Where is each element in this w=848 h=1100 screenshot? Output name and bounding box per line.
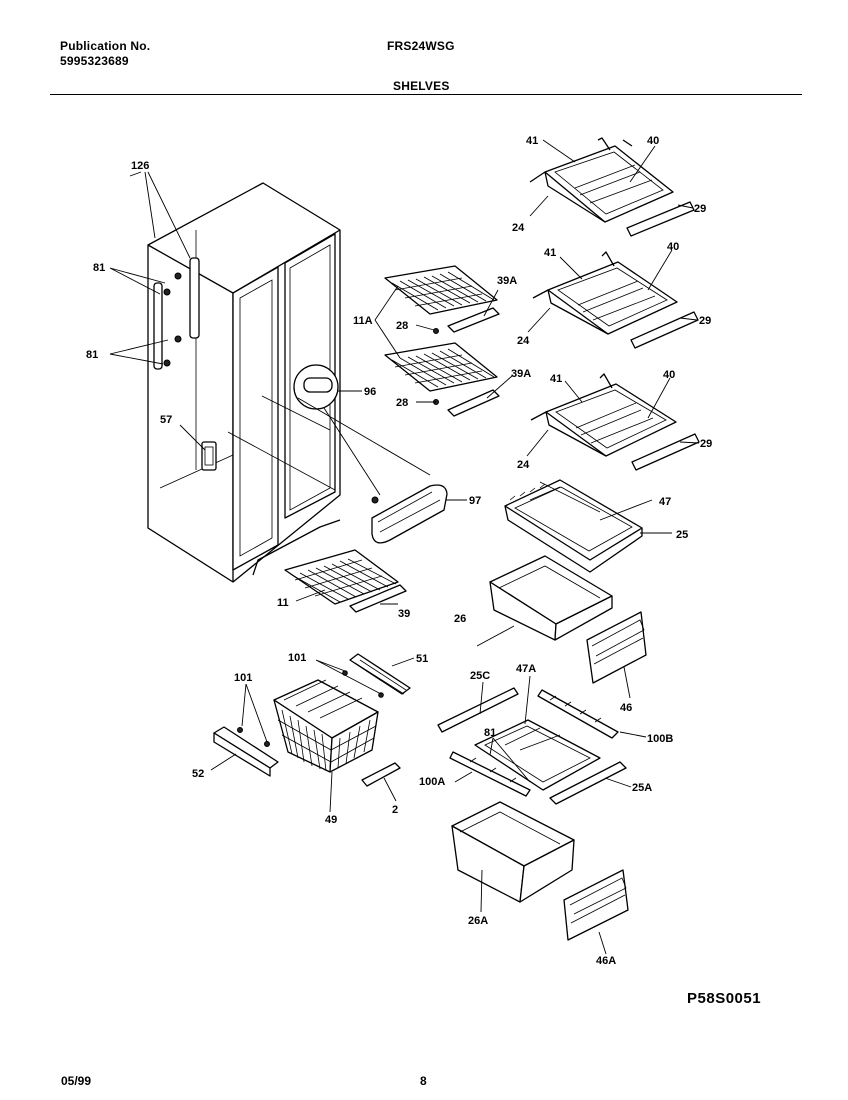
crisper-drawer-26a <box>451 801 575 903</box>
wire-basket-49 <box>273 679 379 773</box>
callout-28-upper: 28 <box>396 320 408 332</box>
wire-shelf-11 <box>284 549 407 613</box>
publication-number: 5995323689 <box>60 54 129 68</box>
callout-81-lower-shelf: 81 <box>484 727 496 739</box>
callout-100b: 100B <box>647 733 673 745</box>
drawing-code: P58S0051 <box>687 990 762 1007</box>
leader-lines <box>109 139 700 955</box>
support-2 <box>361 762 401 787</box>
publication-label: Publication No. <box>60 39 151 53</box>
drawer-front-46 <box>586 611 647 684</box>
footer-page-number: 8 <box>420 1074 427 1088</box>
callout-25c: 25C <box>470 670 490 682</box>
callout-39a-upper: 39A <box>497 275 517 287</box>
callout-41-a: 41 <box>526 135 538 147</box>
callout-40-c: 40 <box>663 369 675 381</box>
wire-shelf-11a-top <box>384 265 500 334</box>
callout-39a-lower: 39A <box>511 368 531 380</box>
callout-46: 46 <box>620 702 632 714</box>
callout-29-b: 29 <box>699 315 711 327</box>
callout-29-c: 29 <box>700 438 712 450</box>
crisper-cover-47 <box>504 479 643 573</box>
cabinet-drawing <box>147 182 341 583</box>
callout-57: 57 <box>160 414 172 426</box>
crisper-drawer-26 <box>489 555 613 641</box>
callout-25: 25 <box>676 529 688 541</box>
callout-26: 26 <box>454 613 466 625</box>
callout-24-c: 24 <box>517 459 530 471</box>
bracket-52 <box>213 726 279 777</box>
rail-51 <box>349 653 411 695</box>
glass-shelf-1 <box>529 137 695 237</box>
callout-40-b: 40 <box>667 241 679 253</box>
callout-26a: 26A <box>468 915 488 927</box>
model-number: FRS24WSG <box>387 39 455 53</box>
door-bars <box>153 257 200 370</box>
part-97-damper <box>371 484 448 544</box>
wire-shelf-11a-bottom <box>384 342 500 417</box>
callout-52: 52 <box>192 768 204 780</box>
callout-97: 97 <box>469 495 481 507</box>
callout-47: 47 <box>659 496 671 508</box>
callout-51: 51 <box>416 653 428 665</box>
callout-40-a: 40 <box>647 135 659 147</box>
callout-81-lower: 81 <box>86 349 98 361</box>
callout-96: 96 <box>364 386 376 398</box>
callout-29-a: 29 <box>694 203 706 215</box>
callout-2: 2 <box>392 804 398 816</box>
callout-41-b: 41 <box>544 247 556 259</box>
callout-25a: 25A <box>632 782 652 794</box>
callout-11a: 11A <box>353 315 373 327</box>
callout-39: 39 <box>398 608 410 620</box>
callout-46a: 46A <box>596 955 616 967</box>
callout-24-a: 24 <box>512 222 525 234</box>
glass-shelf-3 <box>530 373 700 471</box>
header-rule <box>50 94 802 95</box>
drawer-front-46a <box>563 869 629 941</box>
part-57-bracket <box>201 441 217 471</box>
part-96-knob <box>293 364 431 496</box>
cover-assembly-47a <box>437 687 627 805</box>
callout-126: 126 <box>131 160 149 172</box>
callout-41-c: 41 <box>550 373 562 385</box>
footer-date: 05/99 <box>61 1074 92 1088</box>
callout-28-lower: 28 <box>396 397 408 409</box>
callout-101-lower: 101 <box>234 672 252 684</box>
callout-11: 11 <box>277 597 289 609</box>
section-title: SHELVES <box>393 79 450 93</box>
callout-100a: 100A <box>419 776 445 788</box>
glass-shelf-2 <box>532 251 699 349</box>
callout-labels: 126 81 81 57 96 97 11A 28 39A 28 39A 11 … <box>86 135 712 967</box>
callout-101-upper: 101 <box>288 652 306 664</box>
callout-81-upper: 81 <box>93 262 105 274</box>
callout-47a: 47A <box>516 663 536 675</box>
callout-24-b: 24 <box>517 335 530 347</box>
callout-49: 49 <box>325 814 337 826</box>
